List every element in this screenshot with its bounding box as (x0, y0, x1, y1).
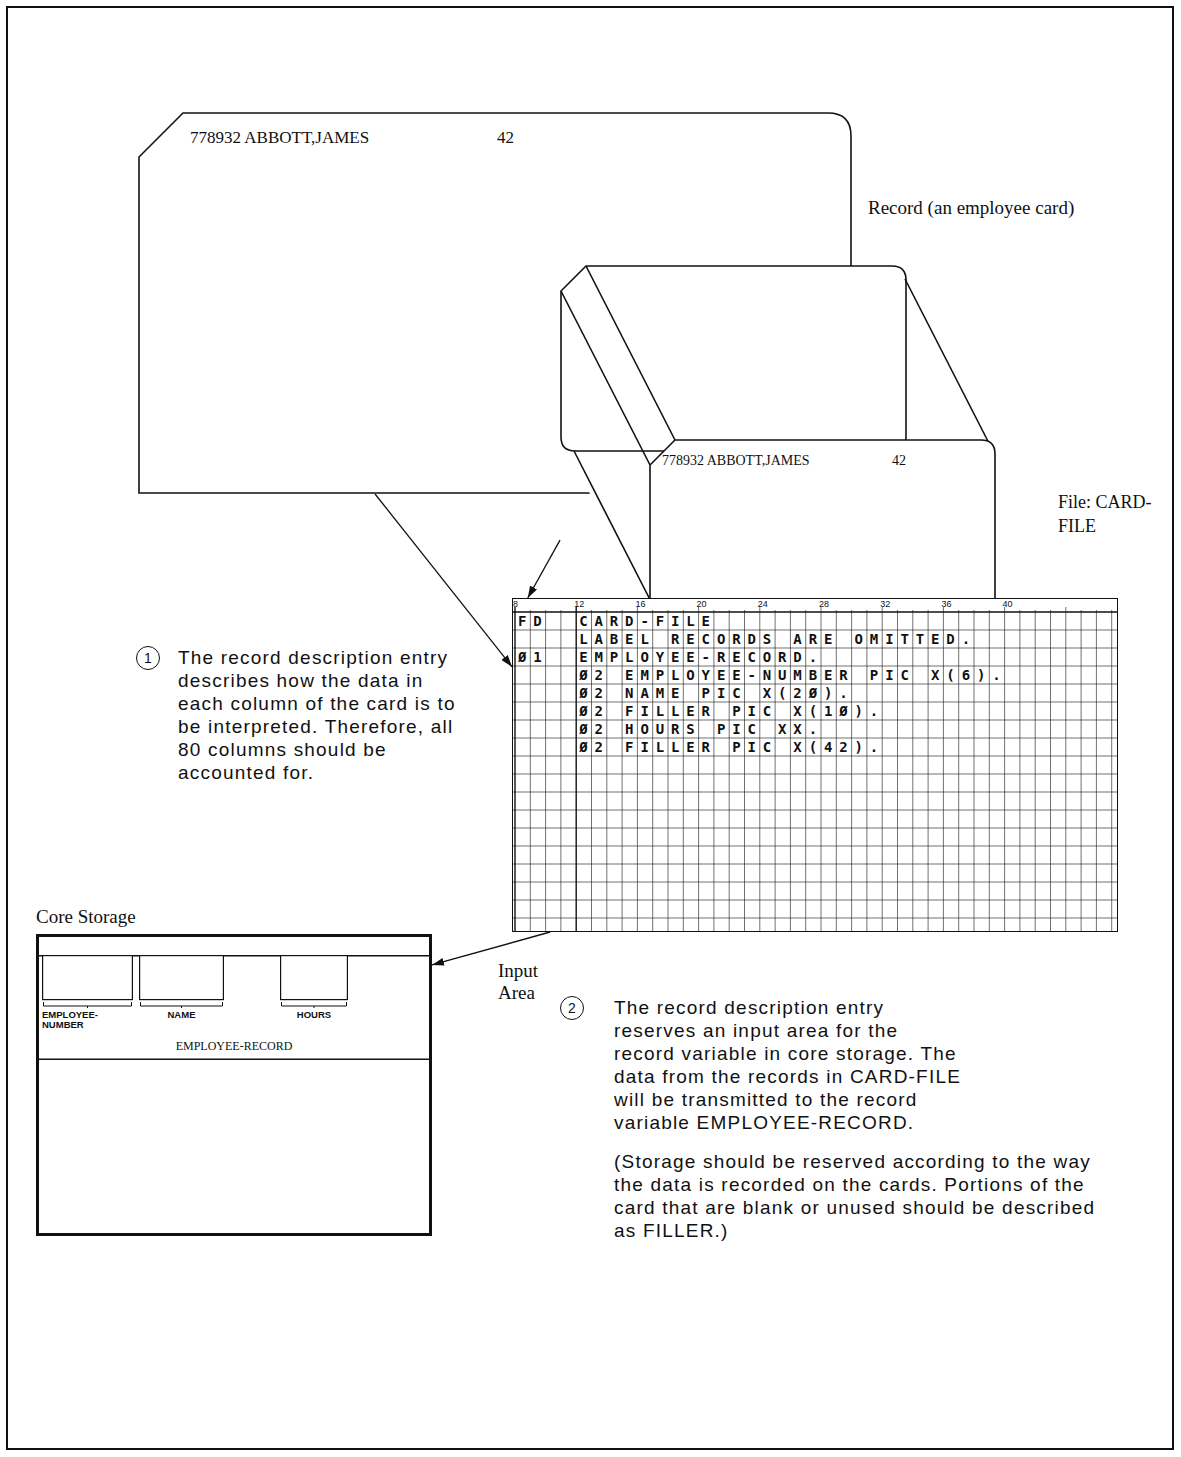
code-line: CARD-FILE (579, 612, 717, 630)
field-box: HOURS (280, 955, 348, 1030)
coding-sheet: 8 12 16 20 24 28 32 36 40FD CARD-FILELABEL RECORD… (512, 598, 1118, 932)
card-deck-outline (560, 265, 1000, 627)
figure-label: Record (an employee card) (868, 196, 1074, 219)
figure-label: File: CARD-FILE (1058, 490, 1170, 538)
code-line: Ø2 FILLER PIC X(42). (579, 738, 885, 756)
column-number: 28 (819, 599, 829, 610)
field-box: EMPLOYEE-NUMBER (42, 955, 133, 1033)
column-number: 24 (758, 599, 768, 610)
code-line: Ø2 EMPLOYEE-NUMBER PIC X(6). (579, 666, 1007, 684)
card-deck: 778932 ABBOTT,JAMES 42 (560, 265, 1000, 627)
core-storage: EMPLOYEE-NUMBER NAME HOURS EMPLOYEE-RECORD C… (36, 905, 432, 1236)
code-line: EMPLOYEE-RECORD. (579, 648, 824, 666)
callout-text: The record description entry reserves an… (614, 996, 964, 1134)
column-number: 36 (941, 599, 951, 610)
code-line: Ø2 FILLER PIC X(1Ø). (579, 702, 885, 720)
card-text: 42 (892, 452, 906, 469)
callout-text: The record description entry describes h… (178, 646, 463, 784)
record-name: EMPLOYEE-RECORD (36, 1039, 432, 1053)
code-line: Ø2 NAME PIC X(2Ø). (579, 684, 854, 702)
card-text: 778932 ABBOTT,JAMES (662, 452, 810, 469)
field-box: NAME (139, 955, 224, 1030)
input-area: EMPLOYEE-NUMBER NAME HOURS EMPLOYEE-RECORD (36, 955, 432, 1060)
card-text: 42 (497, 128, 514, 148)
field-name: EMPLOYEE-NUMBER (42, 1010, 114, 1030)
code-line: FD (518, 612, 549, 630)
callout-number: 2 (560, 996, 584, 1020)
connector-arrow (375, 494, 512, 667)
field-name: NAME (139, 1010, 224, 1020)
column-number: 8 (513, 599, 518, 610)
note-text: (Storage should be reserved according to… (614, 1150, 1119, 1242)
column-number: 40 (1003, 599, 1013, 610)
code-line: Ø1 (518, 648, 549, 666)
column-number: 16 (635, 599, 645, 610)
callout-number: 1 (136, 646, 160, 670)
code-line: LABEL RECORDS ARE OMITTED. (579, 630, 977, 648)
box-heading: Core Storage (36, 905, 136, 928)
frame-border (7, 7, 1173, 1449)
column-number: 32 (880, 599, 890, 610)
coding-sheet-outline (512, 598, 1118, 932)
area-label: Input Area (498, 960, 558, 1004)
code-line: Ø2 HOURS PIC XX. (579, 720, 824, 738)
card-text: 778932 ABBOTT,JAMES (190, 128, 369, 148)
field-name: HOURS (280, 1010, 348, 1020)
connector-arrow (528, 540, 560, 598)
column-number: 20 (697, 599, 707, 610)
column-number: 12 (574, 599, 584, 610)
